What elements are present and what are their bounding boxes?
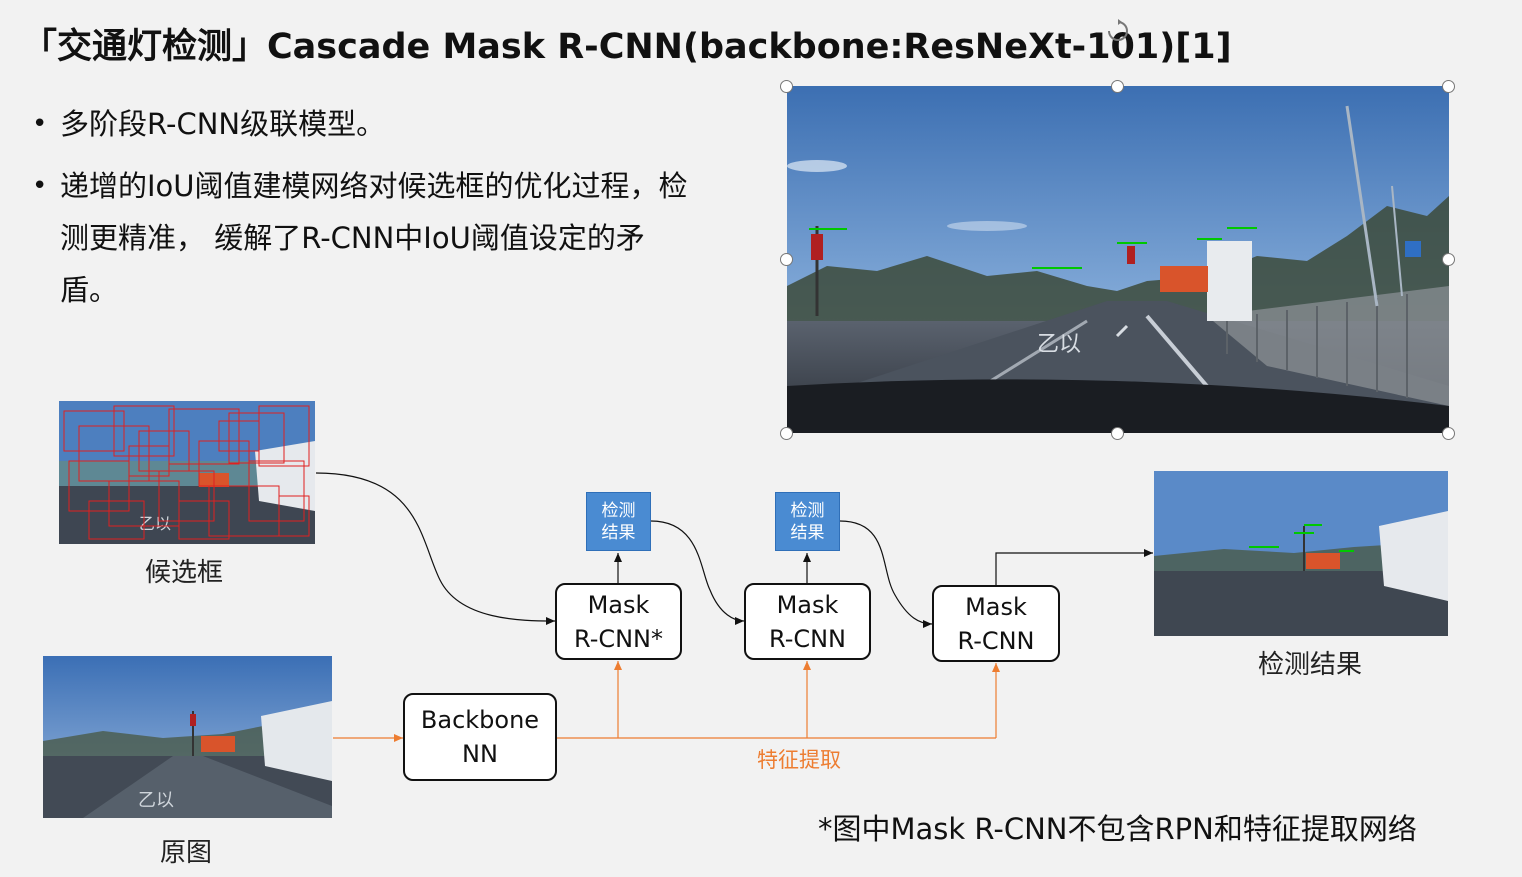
bullet-text-1: 多阶段R-CNN级联模型。 xyxy=(60,107,386,141)
resize-handle-top-right[interactable] xyxy=(1442,80,1455,93)
resize-handle-top-center[interactable] xyxy=(1111,80,1124,93)
original-caption: 原图 xyxy=(160,838,213,868)
slide-title: 「交通灯检测」Cascade Mask R-CNN(backbone:ResNe… xyxy=(22,27,1232,67)
resize-handle-bottom-center[interactable] xyxy=(1111,427,1124,440)
result-box-2-line1: 检测 xyxy=(790,500,825,521)
bullet-text-2: 递增的IoU阈值建模网络对候选框的优化过程，检测更精准， 缓解了R-CNN中Io… xyxy=(60,169,688,307)
stage-1-line2: R-CNN* xyxy=(573,624,664,653)
resize-handle-middle-left[interactable] xyxy=(780,253,793,266)
mask-rcnn-stage-2: Mask R-CNN xyxy=(744,583,871,660)
stage-2-line1: Mask xyxy=(776,590,839,619)
backbone-line2: NN xyxy=(462,740,498,768)
stage-3-line2: R-CNN xyxy=(957,626,1035,655)
bullet-dot-icon: • xyxy=(32,109,48,139)
resize-handle-top-left[interactable] xyxy=(780,80,793,93)
candidate-boxes-image: 乙以 xyxy=(59,401,315,544)
bullet-list: • 多阶段R-CNN级联模型。 • 递增的IoU阈值建模网络对候选框的优化过程，… xyxy=(32,98,692,326)
final-result-caption: 检测结果 xyxy=(1258,650,1363,680)
svg-text:乙以: 乙以 xyxy=(138,790,174,811)
footnote: *图中Mask R-CNN不包含RPN和特征提取网络 xyxy=(818,812,1417,846)
stage-3-line1: Mask xyxy=(965,592,1027,621)
original-image: 乙以 xyxy=(43,656,332,818)
candidates-to-stage1-arrow xyxy=(315,472,556,625)
candidates-caption: 候选框 xyxy=(145,558,224,588)
mask-rcnn-stage-3: Mask R-CNN xyxy=(932,585,1060,662)
detection-result-box-1: 检测 结果 xyxy=(586,492,651,551)
result-box-1-line2: 结果 xyxy=(601,522,636,543)
feature-extraction-label: 特征提取 xyxy=(757,748,841,772)
resize-handle-middle-right[interactable] xyxy=(1442,253,1455,266)
backbone-line1: Backbone xyxy=(420,706,540,734)
svg-text:乙以: 乙以 xyxy=(1037,332,1081,357)
mask-rcnn-stage-1: Mask R-CNN* xyxy=(555,583,682,660)
result-box-1-line1: 检测 xyxy=(601,500,636,521)
resize-handle-bottom-right[interactable] xyxy=(1442,427,1455,440)
resize-handle-bottom-left[interactable] xyxy=(780,427,793,440)
detection-result-image xyxy=(1154,471,1448,636)
svg-text:乙以: 乙以 xyxy=(139,514,171,533)
bullet-dot-icon: • xyxy=(32,171,48,201)
stage3-to-final-arrow xyxy=(995,549,1153,585)
backbone-nn-box: Backbone NN xyxy=(403,693,557,781)
stage-1-line1: Mask xyxy=(587,590,650,619)
rotate-handle-icon[interactable] xyxy=(1105,18,1131,44)
bullet-item-1: • 多阶段R-CNN级联模型。 xyxy=(32,98,692,150)
bullet-item-2: • 递增的IoU阈值建模网络对候选框的优化过程，检测更精准， 缓解了R-CNN中… xyxy=(32,160,692,316)
road-photo-large[interactable]: 乙以 xyxy=(787,86,1449,433)
result1-to-stage2-arrow xyxy=(650,520,745,625)
detection-result-box-2: 检测 结果 xyxy=(775,492,840,551)
result2-to-stage3-arrow xyxy=(839,520,933,628)
stage-2-line2: R-CNN xyxy=(768,624,847,653)
result-box-2-line2: 结果 xyxy=(790,522,825,543)
